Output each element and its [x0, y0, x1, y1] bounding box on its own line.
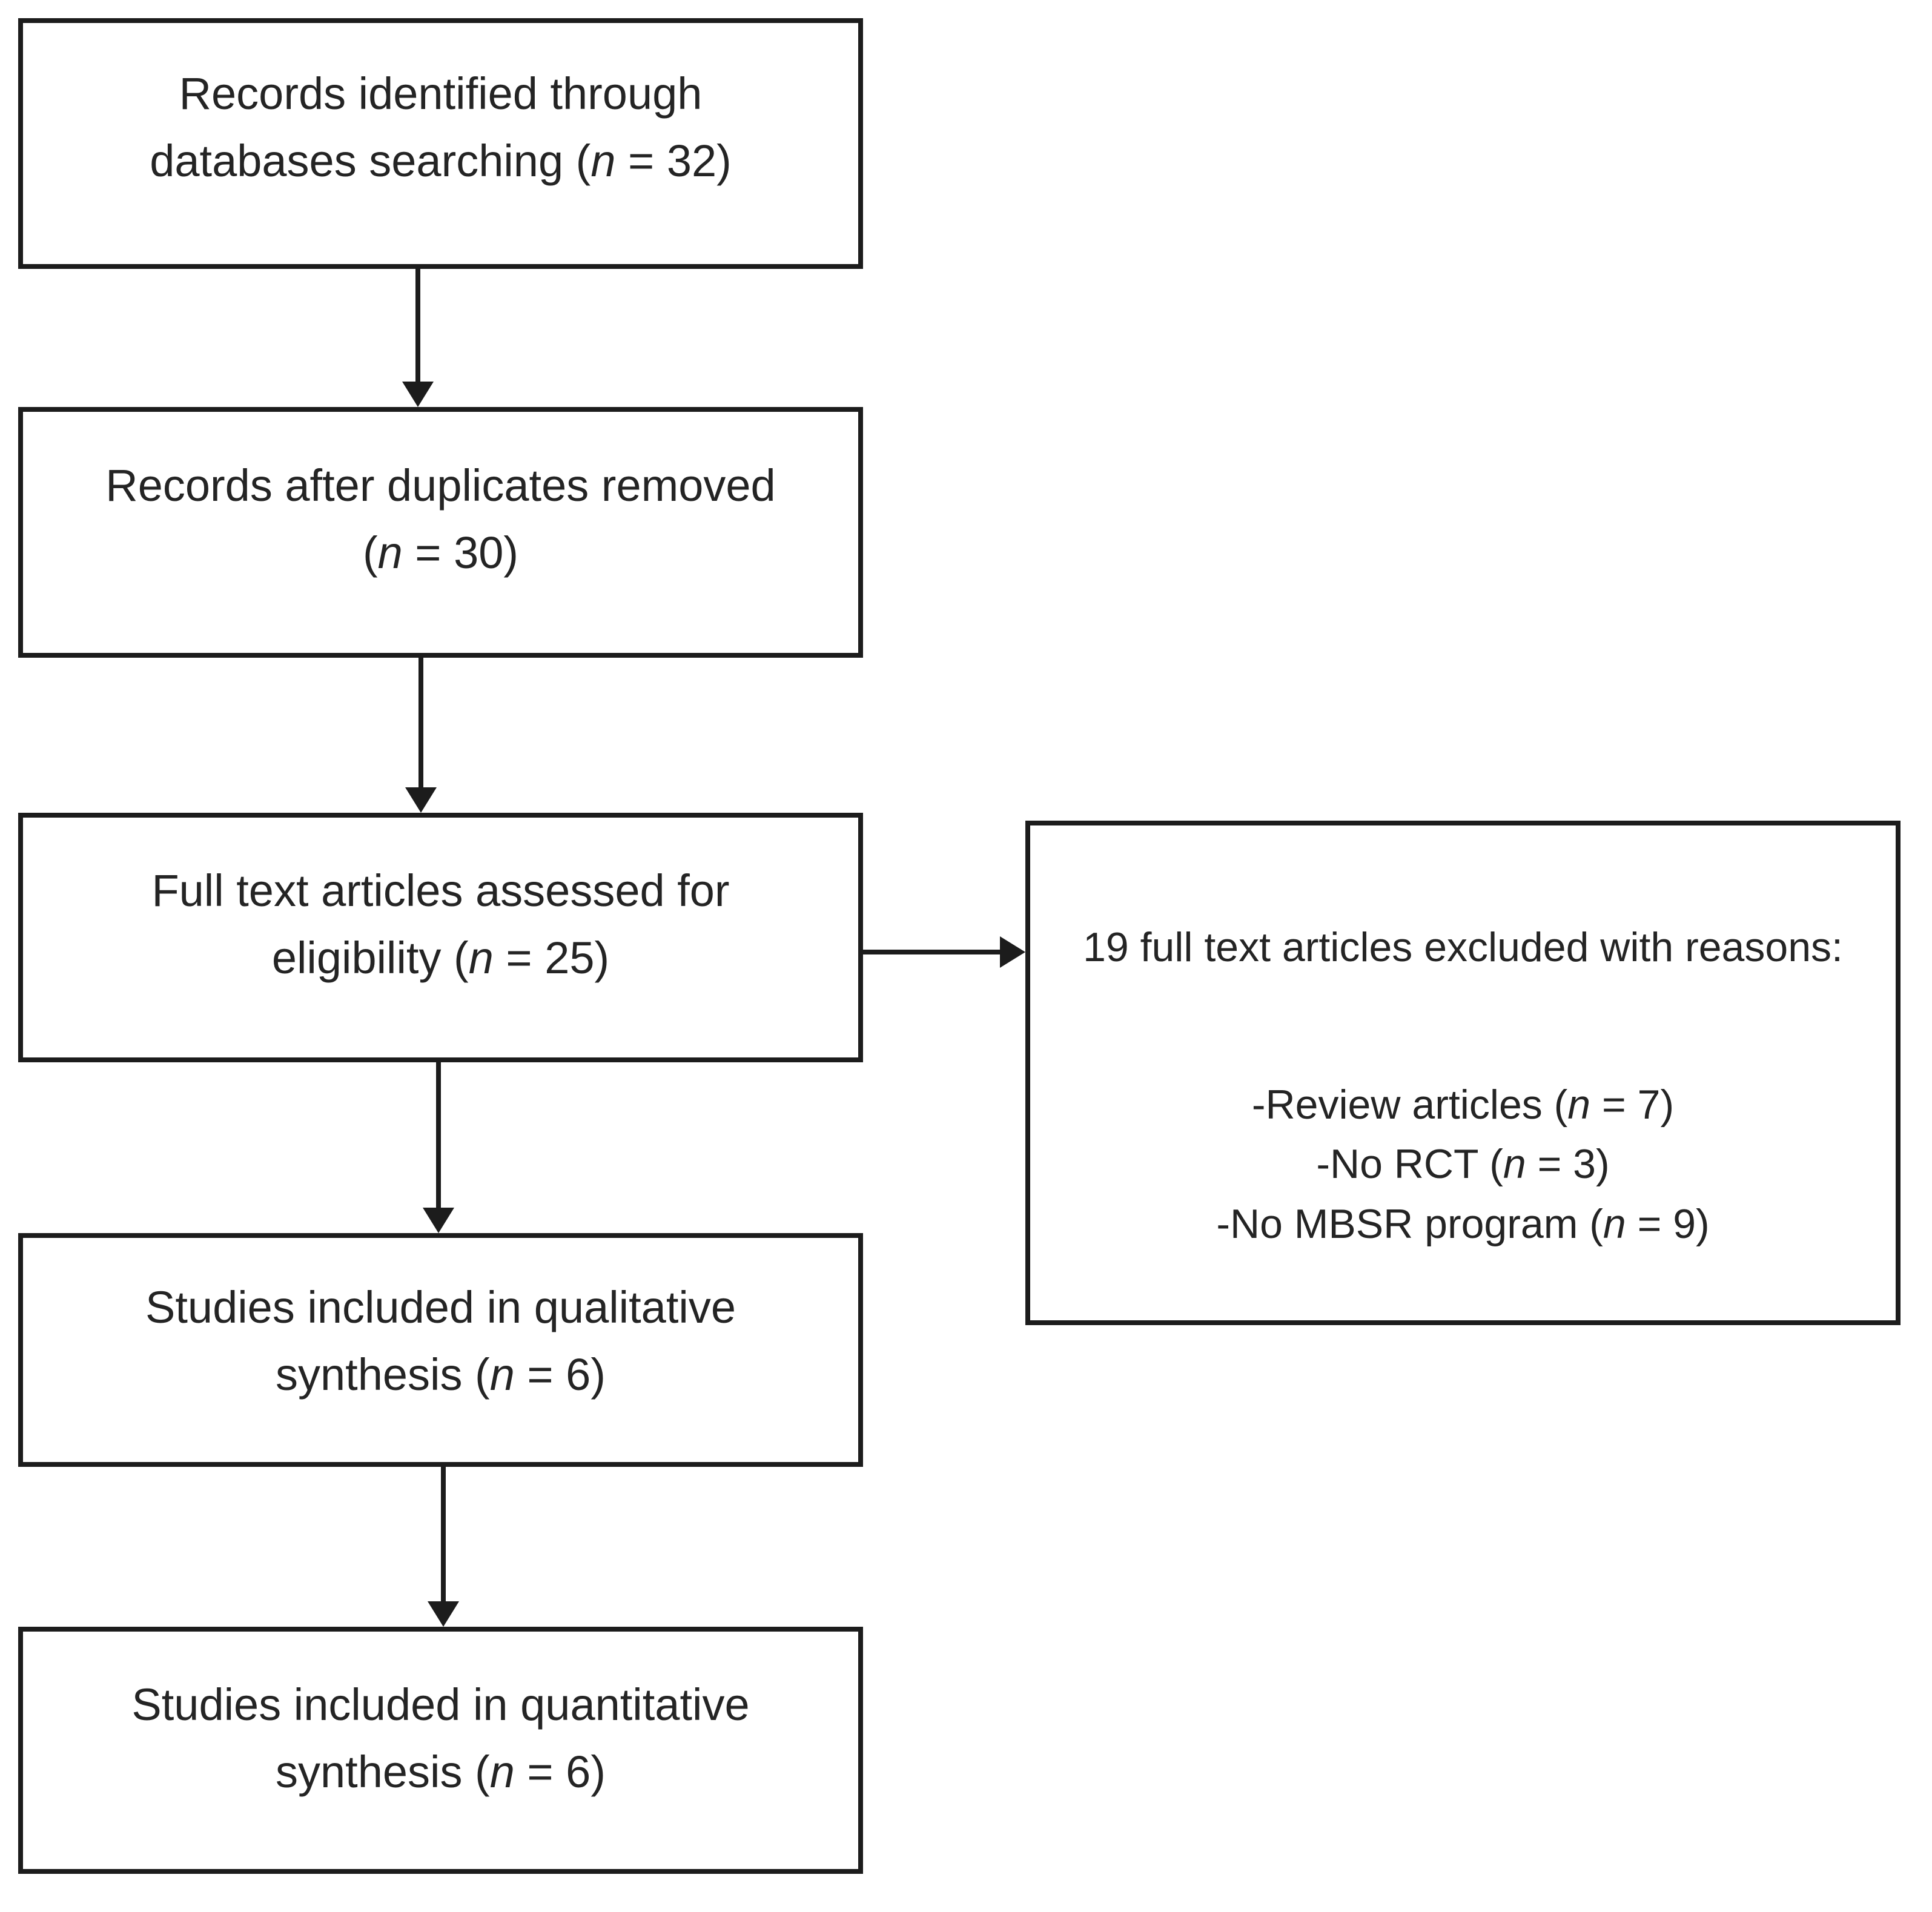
arrow-shaft: [415, 269, 420, 382]
box-quantitative-synthesis: Studies included in quantitative synthes…: [18, 1627, 863, 1874]
text-segment: databases searching (: [150, 135, 591, 186]
n-variable: n: [1567, 1081, 1591, 1128]
text-segment: Studies included in quantitative: [131, 1679, 750, 1730]
text-segment: Records after duplicates removed: [105, 460, 776, 511]
box-text-line: databases searching (n = 32): [150, 127, 732, 194]
exclusion-reasons-list: -Review articles (n = 7) -No RCT (n = 3)…: [1216, 1075, 1709, 1254]
box-text-line: Records after duplicates removed: [105, 452, 775, 519]
text-segment: eligibility (: [271, 932, 469, 983]
box-text-line: eligibility (n = 25): [272, 924, 609, 991]
arrow-head: [402, 382, 434, 407]
text-segment: = 9): [1626, 1200, 1710, 1247]
n-variable: n: [468, 932, 494, 983]
text-segment: = 3): [1526, 1141, 1610, 1188]
text-segment: = 25): [493, 932, 610, 983]
arrow-head: [423, 1208, 454, 1233]
text-segment: = 32): [615, 135, 732, 186]
text-segment: (: [362, 527, 378, 578]
text-segment: = 30): [402, 527, 519, 578]
box-text-line: Records identified through: [179, 60, 703, 127]
n-variable: n: [377, 527, 403, 578]
text-segment: = 6): [514, 1747, 606, 1797]
arrow-shaft: [436, 1062, 441, 1208]
box-text-line: Studies included in quantitative: [131, 1671, 749, 1738]
box-text-line: synthesis (n = 6): [276, 1341, 606, 1408]
box-text-line: 19 full text articles excluded with reas…: [1083, 916, 1843, 978]
n-variable: n: [1503, 1141, 1526, 1188]
text-segment: Records identified through: [179, 68, 703, 119]
text-segment: synthesis (: [276, 1349, 490, 1400]
text-segment: = 7): [1590, 1081, 1675, 1128]
text-segment: Full text articles assessed for: [151, 865, 730, 916]
text-segment: Studies included in qualitative: [145, 1282, 736, 1332]
n-variable: n: [1603, 1200, 1626, 1247]
n-variable: n: [489, 1349, 515, 1400]
box-qualitative-synthesis: Studies included in qualitative synthesi…: [18, 1233, 863, 1467]
n-variable: n: [489, 1747, 515, 1797]
text-segment: = 6): [514, 1349, 606, 1400]
box-text-line: Studies included in qualitative: [145, 1274, 736, 1341]
arrow-shaft: [418, 658, 423, 787]
n-variable: n: [591, 135, 616, 186]
text-segment: -No RCT (: [1316, 1141, 1503, 1188]
text-segment: -Review articles (: [1251, 1081, 1568, 1128]
box-records-identified: Records identified through databases sea…: [18, 18, 863, 269]
arrow-head: [428, 1601, 459, 1627]
box-text-line: Full text articles assessed for: [151, 857, 729, 924]
text-segment: -No MBSR program (: [1216, 1200, 1603, 1247]
exclusion-reason: -No MBSR program (n = 9): [1216, 1194, 1709, 1254]
box-duplicates-removed: Records after duplicates removed (n = 30…: [18, 407, 863, 658]
text-segment: 19 full text articles excluded with reas…: [1083, 924, 1843, 970]
exclusion-reason: -Review articles (n = 7): [1216, 1075, 1709, 1135]
arrow-head: [1000, 936, 1025, 968]
arrow-shaft: [441, 1467, 446, 1601]
arrow-shaft: [860, 950, 1000, 954]
exclusion-reason: -No RCT (n = 3): [1216, 1134, 1709, 1194]
text-segment: synthesis (: [276, 1747, 490, 1797]
box-excluded-with-reasons: 19 full text articles excluded with reas…: [1025, 821, 1901, 1325]
arrow-head: [405, 787, 437, 813]
box-text-line: (n = 30): [363, 519, 518, 586]
box-text-line: synthesis (n = 6): [276, 1738, 606, 1805]
box-fulltext-assessed: Full text articles assessed for eligibil…: [18, 813, 863, 1062]
